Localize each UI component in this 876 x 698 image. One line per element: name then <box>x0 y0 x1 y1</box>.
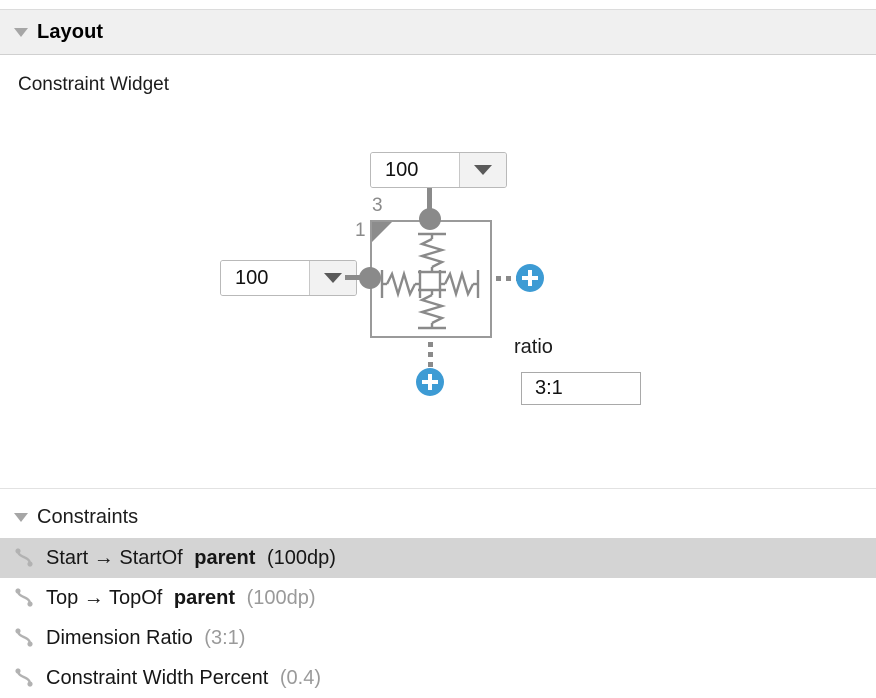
constraints-list: Start → StartOf parent (100dp) Top → Top… <box>0 538 876 698</box>
ratio-input[interactable]: 3:1 <box>521 372 641 405</box>
spring-bottom-icon[interactable] <box>408 288 456 330</box>
chevron-down-icon <box>474 165 492 175</box>
top-margin-value: 100 <box>371 153 459 187</box>
constraint-name: Dimension Ratio <box>46 626 193 649</box>
bottom-dotted-connector <box>428 342 433 367</box>
constraint-value: (3:1) <box>204 626 246 649</box>
left-margin-value: 100 <box>221 261 309 295</box>
constraint-name: Constraint Width Percent <box>46 666 269 689</box>
widget-box[interactable] <box>370 220 492 338</box>
top-bias-label: 3 <box>372 195 383 216</box>
constraint-row[interactable]: Dimension Ratio (3:1) <box>0 618 876 658</box>
constraint-link-icon <box>12 585 38 611</box>
constraint-value: (0.4) <box>279 666 322 689</box>
spring-left-icon[interactable] <box>380 260 422 308</box>
constraint-widget-label: Constraint Widget <box>18 74 170 95</box>
left-margin-dropdown[interactable]: 100 <box>220 260 357 296</box>
top-anchor-handle[interactable] <box>419 208 441 230</box>
constraint-link-icon <box>12 545 38 571</box>
left-anchor-handle[interactable] <box>359 267 381 289</box>
ratio-label: ratio <box>514 336 553 358</box>
page-title: Layout <box>37 20 104 43</box>
top-margin-dropdown[interactable]: 100 <box>370 152 507 188</box>
constraint-link-icon <box>12 665 38 691</box>
constraint-link-icon <box>12 625 38 651</box>
spring-right-icon[interactable] <box>438 260 480 308</box>
constraint-row[interactable]: Top → TopOf parent (100dp) <box>0 578 876 618</box>
constraint-widget-canvas: 100 100 3 1 <box>0 110 876 485</box>
constraint-target: parent <box>173 586 236 609</box>
left-connector-stub <box>345 275 361 280</box>
add-right-constraint-button[interactable] <box>516 264 544 292</box>
triangle-down-icon[interactable] <box>14 27 28 37</box>
constraint-name: Top → TopOf <box>46 586 163 609</box>
constraint-row[interactable]: Constraint Width Percent (0.4) <box>0 658 876 698</box>
left-bias-label: 1 <box>355 220 366 241</box>
constraints-section-header[interactable]: Constraints <box>0 500 876 534</box>
corner-marker-icon <box>372 222 392 242</box>
top-margin-dropdown-arrow[interactable] <box>459 153 506 187</box>
triangle-down-icon[interactable] <box>14 512 28 522</box>
constraints-divider <box>0 488 876 489</box>
top-connector-stub <box>427 188 432 210</box>
add-bottom-constraint-button[interactable] <box>416 368 444 396</box>
constraint-value: (100dp) <box>266 546 336 569</box>
layout-section-header[interactable]: Layout <box>0 9 876 55</box>
constraints-title: Constraints <box>37 505 139 528</box>
constraint-name: Start → StartOf <box>46 546 183 569</box>
spring-top-icon[interactable] <box>408 232 456 274</box>
constraint-target: parent <box>194 546 256 569</box>
constraint-row[interactable]: Start → StartOf parent (100dp) <box>0 538 876 578</box>
chevron-down-icon <box>324 273 342 283</box>
constraint-value: (100dp) <box>246 586 316 609</box>
